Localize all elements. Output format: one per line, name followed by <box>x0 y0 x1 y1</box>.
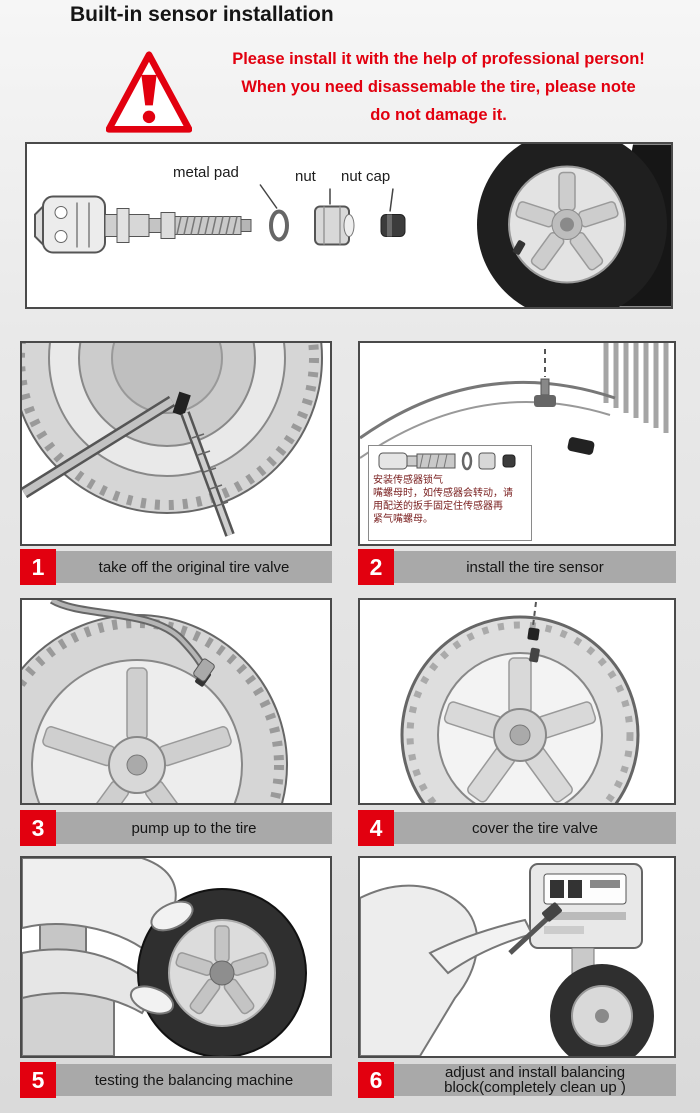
step-1-illustration <box>22 343 323 537</box>
sensor-mini-illustration <box>378 451 516 471</box>
step-3-label: pump up to the tire <box>56 812 332 844</box>
step-5-footer: 5 testing the balancing machine <box>20 1062 332 1098</box>
step-2-label: install the tire sensor <box>394 551 676 583</box>
step-6-image <box>358 856 676 1058</box>
step-2-image: 安装传感器锁气 嘴螺母时，如传感器会转动，请 用配送的扳手固定住传感器再 紧气嘴… <box>358 341 676 546</box>
step-4-label: cover the tire valve <box>394 812 676 844</box>
step-4-illustration <box>400 601 640 803</box>
step-4-footer: 4 cover the tire valve <box>358 810 676 846</box>
sensor-parts-illustration <box>34 144 671 307</box>
step-1-image <box>20 341 332 546</box>
step-3-number: 3 <box>20 810 56 846</box>
step-3-image <box>20 598 332 805</box>
parts-diagram-box: metal pad nut nut cap <box>25 142 673 309</box>
step-2-footer: 2 install the tire sensor <box>358 549 676 585</box>
warning-line-2: When you need disassemable the tire, ple… <box>241 78 636 96</box>
warning-line-3: do not damage it. <box>370 106 507 124</box>
step-4-image <box>358 598 676 805</box>
step-5-label: testing the balancing machine <box>56 1064 332 1096</box>
part-label-nut-cap: nut cap <box>341 168 391 185</box>
step-6-number: 6 <box>358 1062 394 1098</box>
warning-text: Please install it with the help of profe… <box>186 45 691 129</box>
part-label-nut: nut <box>295 168 316 185</box>
step-1-footer: 1 take off the original tire valve <box>20 549 332 585</box>
sensor-note-text: 安装传感器锁气 嘴螺母时，如传感器会转动，请 用配送的扳手固定住传感器再 紧气嘴… <box>373 475 513 525</box>
sensor-note-box: 安装传感器锁气 嘴螺母时，如传感器会转动，请 用配送的扳手固定住传感器再 紧气嘴… <box>368 445 532 541</box>
page-title: Built-in sensor installation <box>70 3 334 26</box>
step-5-number: 5 <box>20 1062 56 1098</box>
step-6-illustration <box>360 863 654 1056</box>
step-3-illustration <box>22 600 288 803</box>
step-6-label: adjust and install balancing block(compl… <box>394 1064 676 1096</box>
warning-line-1: Please install it with the help of profe… <box>232 50 645 68</box>
warning-triangle-icon <box>105 50 193 136</box>
step-1-label: take off the original tire valve <box>56 551 332 583</box>
step-2-illustration <box>360 343 669 459</box>
step-6-footer: 6 adjust and install balancing block(com… <box>358 1062 676 1098</box>
step-2-number: 2 <box>358 549 394 585</box>
step-4-number: 4 <box>358 810 394 846</box>
step-1-number: 1 <box>20 549 56 585</box>
step-3-footer: 3 pump up to the tire <box>20 810 332 846</box>
part-label-metal-pad: metal pad <box>173 164 239 181</box>
step-5-image <box>20 856 332 1058</box>
step-5-illustration <box>22 858 307 1056</box>
